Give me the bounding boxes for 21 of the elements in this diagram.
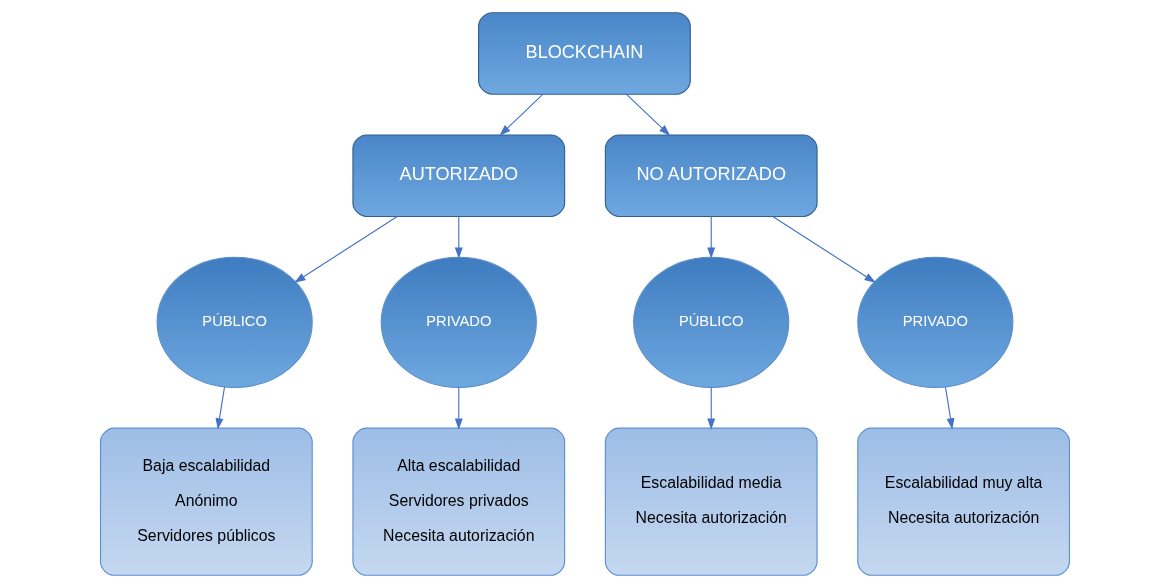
node-ellipse: PÚBLICO [156, 256, 313, 388]
arrow [454, 386, 463, 430]
arrow [706, 386, 715, 430]
node-ellipse: PRIVADO [380, 256, 537, 388]
node-box: Escalabilidad muy alta Necesita autorización [856, 427, 1070, 576]
node-box: BLOCKCHAIN [477, 12, 691, 95]
arrow [944, 386, 954, 430]
arrow [215, 386, 225, 430]
node-box: Escalabilidad media Necesita autorización [604, 427, 818, 576]
node-box: Baja escalabilidad Anónimo Servidores públicos [99, 427, 313, 576]
node-box: Alta escalabilidad Servidores privados Necesita autorización [351, 427, 565, 576]
node-box: NO AUTORIZADO [604, 134, 818, 218]
node-ellipse: PÚBLICO [632, 256, 789, 388]
arrow [498, 93, 543, 136]
arrow [625, 93, 670, 136]
arrow [771, 215, 876, 283]
node-box: AUTORIZADO [351, 134, 565, 218]
arrow [293, 215, 398, 283]
arrow [454, 216, 463, 259]
node-ellipse: PRIVADO [856, 256, 1013, 388]
arrow [706, 216, 715, 259]
